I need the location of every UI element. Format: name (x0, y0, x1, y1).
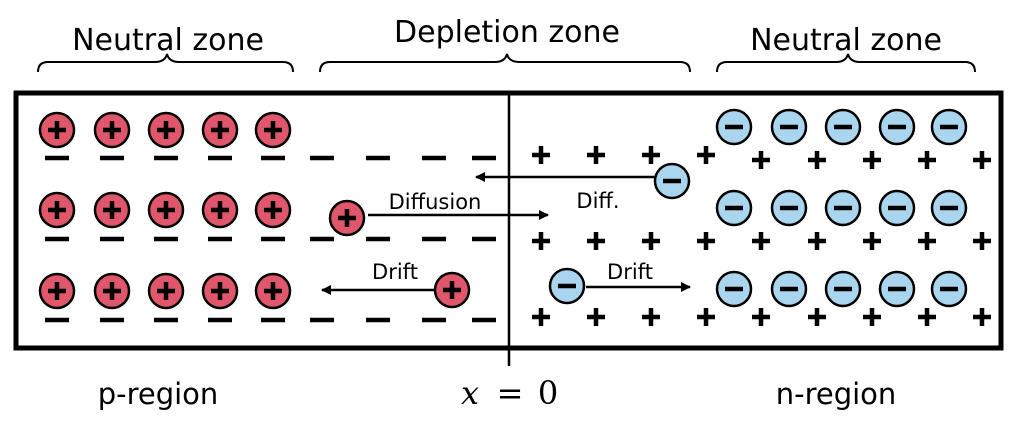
positive-charge-mark (863, 151, 881, 169)
origin-label-op: = (497, 374, 524, 412)
electron-icon (878, 270, 916, 308)
electron-icon (878, 189, 916, 227)
label-drift-left: Drift (372, 260, 418, 284)
label-diff-short: Diff. (576, 189, 619, 213)
origin-label-val: 0 (538, 374, 558, 412)
positive-charge-mark (918, 232, 936, 250)
hole-icon (38, 191, 76, 229)
positive-charge-mark (532, 232, 550, 250)
fixed-negative-charges (45, 155, 496, 323)
positive-charge-mark (808, 151, 826, 169)
electron-icon (715, 189, 753, 227)
electron-icon (715, 270, 753, 308)
hole-icon (254, 191, 292, 229)
electron-icon (770, 189, 808, 227)
zone-label-middle: Depletion zone (394, 15, 620, 50)
electron-icon (548, 267, 586, 305)
positive-charge-mark (863, 232, 881, 250)
label-diffusion: Diffusion (389, 190, 482, 214)
hole-icon (93, 272, 131, 310)
positive-charge-mark (587, 146, 605, 164)
hole-icon (254, 272, 292, 310)
hole-icon (201, 191, 239, 229)
electron-icon (878, 108, 916, 146)
electron-icon (824, 270, 862, 308)
region-label-n: n-region (776, 377, 897, 411)
positive-charge-mark (808, 308, 826, 326)
electron-icon (930, 108, 968, 146)
positive-charge-mark (973, 308, 991, 326)
hole-icon (93, 111, 131, 149)
positive-charge-mark (863, 308, 881, 326)
hole-icon (254, 111, 292, 149)
positive-charge-mark (587, 232, 605, 250)
origin-label-var: x (461, 374, 479, 412)
electron-icon (770, 108, 808, 146)
positive-charge-mark (918, 151, 936, 169)
hole-icon (93, 191, 131, 229)
positive-charge-mark (587, 308, 605, 326)
brace-middle (319, 53, 691, 73)
positive-charge-mark (532, 308, 550, 326)
fixed-positive-charges (532, 146, 991, 326)
positive-charge-mark (697, 308, 715, 326)
positive-charge-mark (642, 146, 660, 164)
positive-charge-mark (973, 151, 991, 169)
electron-icon (715, 108, 753, 146)
origin-label: x = 0 (461, 374, 558, 412)
brace-right (716, 53, 976, 73)
positive-charge-mark (808, 232, 826, 250)
positive-charge-mark (532, 146, 550, 164)
holes (38, 111, 471, 310)
positive-charge-mark (642, 308, 660, 326)
hole-icon (201, 272, 239, 310)
hole-icon (38, 111, 76, 149)
hole-icon (201, 111, 239, 149)
zone-label-right: Neutral zone (750, 23, 942, 58)
hole-icon (147, 272, 185, 310)
label-drift-right: Drift (607, 260, 653, 284)
electron-icon (930, 270, 968, 308)
positive-charge-mark (918, 308, 936, 326)
brace-left (37, 53, 294, 73)
positive-charge-mark (752, 151, 770, 169)
positive-charge-mark (697, 146, 715, 164)
electrons (548, 108, 968, 308)
electron-icon (930, 189, 968, 227)
region-label-p: p-region (98, 377, 219, 411)
electron-icon (824, 108, 862, 146)
positive-charge-mark (752, 232, 770, 250)
electron-icon (770, 270, 808, 308)
positive-charge-mark (752, 308, 770, 326)
zone-label-left: Neutral zone (72, 23, 264, 58)
positive-charge-mark (973, 232, 991, 250)
hole-icon (433, 271, 471, 309)
electron-icon (653, 162, 691, 200)
hole-icon (147, 111, 185, 149)
hole-icon (38, 272, 76, 310)
positive-charge-mark (697, 232, 715, 250)
hole-icon (147, 191, 185, 229)
hole-icon (328, 199, 366, 237)
electron-icon (824, 189, 862, 227)
positive-charge-mark (642, 232, 660, 250)
